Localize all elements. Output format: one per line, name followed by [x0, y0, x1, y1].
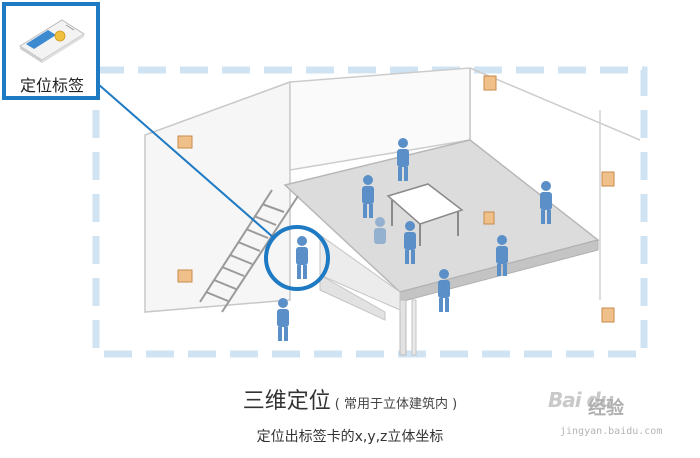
diagram-caption: 三维定位( 常用于立体建筑内 ) [0, 383, 700, 415]
tag-label: 定位标签 [19, 76, 84, 95]
watermark-url: jingyan.baidu.com [560, 426, 663, 437]
person-icon [277, 138, 552, 341]
table [386, 183, 464, 225]
tag-connector-line [97, 83, 275, 239]
watermark-brand: 经验 [588, 398, 624, 419]
caption-description: 定位出标签卡的x,y,z立体坐标 [256, 429, 444, 445]
caption-title: 三维定位 [242, 389, 331, 414]
anchor-icon [177, 75, 615, 323]
tag-card-icon [19, 19, 85, 63]
positioning-area-frame [92, 66, 648, 358]
baidu-logo: Bai du [548, 388, 614, 412]
caption-subtitle: ( 常用于立体建筑内 ) [334, 397, 458, 412]
tracked-person-highlight [264, 225, 330, 291]
staircase [199, 189, 299, 313]
